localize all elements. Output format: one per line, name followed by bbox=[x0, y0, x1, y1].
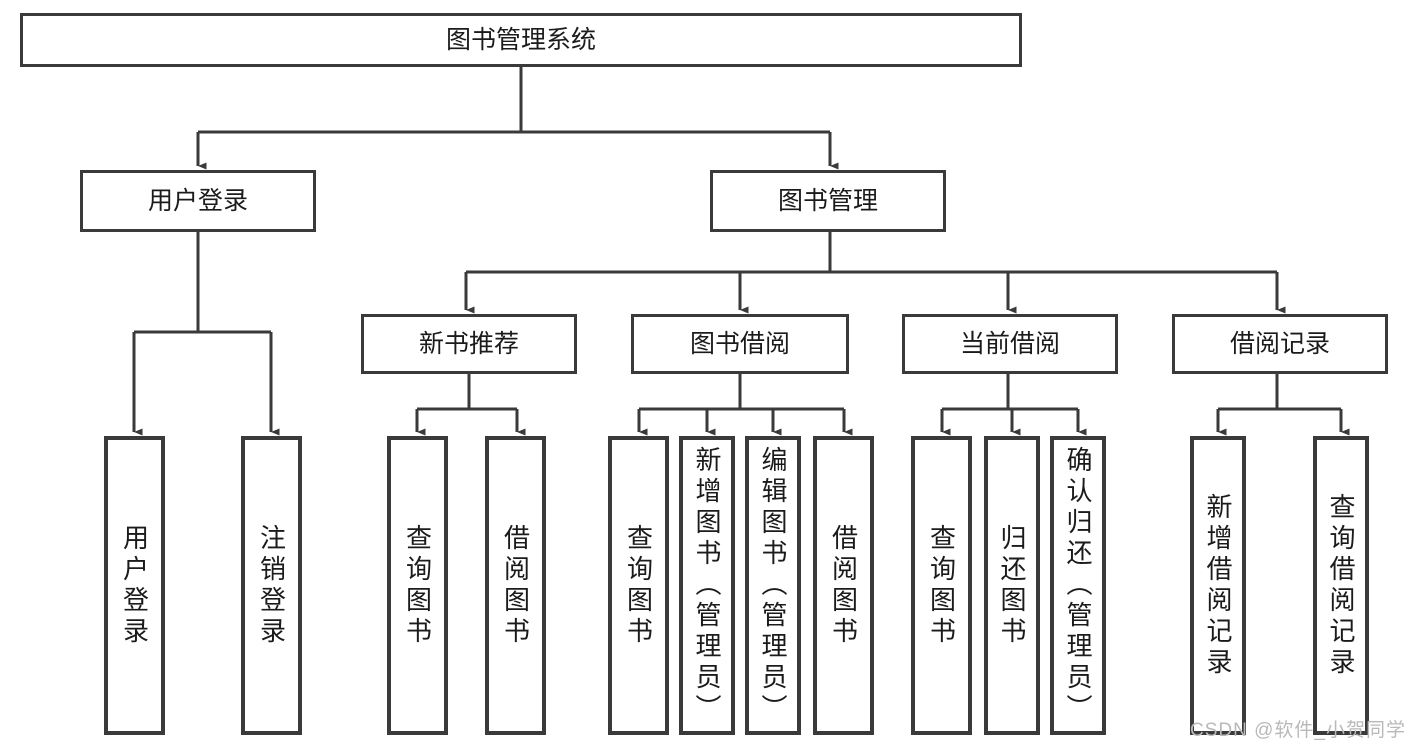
csdn-watermark: CSDN @软件_小贺同学 bbox=[1190, 720, 1405, 741]
node-leaf-query-book-current-label: 查询图书 bbox=[926, 523, 957, 648]
node-book-borrow[interactable]: 图书借阅 bbox=[631, 314, 849, 374]
node-leaf-user-login[interactable]: 用户登录 bbox=[104, 436, 165, 735]
node-leaf-query-book-borrow[interactable]: 查询图书 bbox=[608, 436, 669, 735]
node-leaf-query-book-rec-label: 查询图书 bbox=[402, 523, 433, 648]
node-leaf-confirm-return-admin-label: 确认归还（管理员） bbox=[1063, 446, 1093, 725]
node-leaf-add-book-admin-label: 新增图书（管理员） bbox=[692, 446, 722, 725]
node-user-login-label: 用户登录 bbox=[147, 186, 248, 215]
node-leaf-borrow-book-rec[interactable]: 借阅图书 bbox=[485, 436, 546, 735]
node-leaf-user-login-label: 用户登录 bbox=[119, 523, 150, 648]
node-root[interactable]: 图书管理系统 bbox=[20, 13, 1022, 67]
node-borrow-record[interactable]: 借阅记录 bbox=[1172, 314, 1388, 374]
node-new-book-rec[interactable]: 新书推荐 bbox=[361, 314, 577, 374]
node-leaf-user-logout[interactable]: 注销登录 bbox=[241, 436, 302, 735]
node-leaf-query-borrow-record-label: 查询借阅记录 bbox=[1326, 492, 1356, 679]
node-leaf-user-logout-label: 注销登录 bbox=[256, 523, 287, 648]
node-current-borrow[interactable]: 当前借阅 bbox=[902, 314, 1118, 374]
node-leaf-return-book[interactable]: 归还图书 bbox=[984, 436, 1040, 735]
node-leaf-confirm-return-admin[interactable]: 确认归还（管理员） bbox=[1050, 436, 1106, 735]
node-leaf-edit-book-admin-label: 编辑图书（管理员） bbox=[758, 446, 788, 725]
node-leaf-add-borrow-record[interactable]: 新增借阅记录 bbox=[1190, 436, 1246, 735]
node-leaf-return-book-label: 归还图书 bbox=[997, 523, 1027, 648]
node-user-login[interactable]: 用户登录 bbox=[80, 170, 316, 232]
node-leaf-borrow-book-label: 借阅图书 bbox=[828, 523, 859, 648]
node-book-manage-label: 图书管理 bbox=[777, 186, 878, 215]
node-leaf-query-borrow-record[interactable]: 查询借阅记录 bbox=[1313, 436, 1369, 735]
node-leaf-borrow-book-rec-label: 借阅图书 bbox=[500, 523, 531, 648]
node-leaf-borrow-book[interactable]: 借阅图书 bbox=[813, 436, 874, 735]
node-new-book-rec-label: 新书推荐 bbox=[418, 329, 519, 358]
node-borrow-record-label: 借阅记录 bbox=[1229, 329, 1330, 358]
node-leaf-query-book-rec[interactable]: 查询图书 bbox=[387, 436, 448, 735]
node-root-label: 图书管理系统 bbox=[445, 25, 596, 54]
node-leaf-add-borrow-record-label: 新增借阅记录 bbox=[1203, 492, 1233, 679]
node-leaf-edit-book-admin[interactable]: 编辑图书（管理员） bbox=[745, 436, 801, 735]
node-book-borrow-label: 图书借阅 bbox=[689, 329, 790, 358]
node-leaf-query-book-borrow-label: 查询图书 bbox=[623, 523, 654, 648]
node-leaf-query-book-current[interactable]: 查询图书 bbox=[911, 436, 972, 735]
node-leaf-add-book-admin[interactable]: 新增图书（管理员） bbox=[679, 436, 735, 735]
node-current-borrow-label: 当前借阅 bbox=[959, 329, 1060, 358]
node-book-manage[interactable]: 图书管理 bbox=[710, 170, 946, 232]
